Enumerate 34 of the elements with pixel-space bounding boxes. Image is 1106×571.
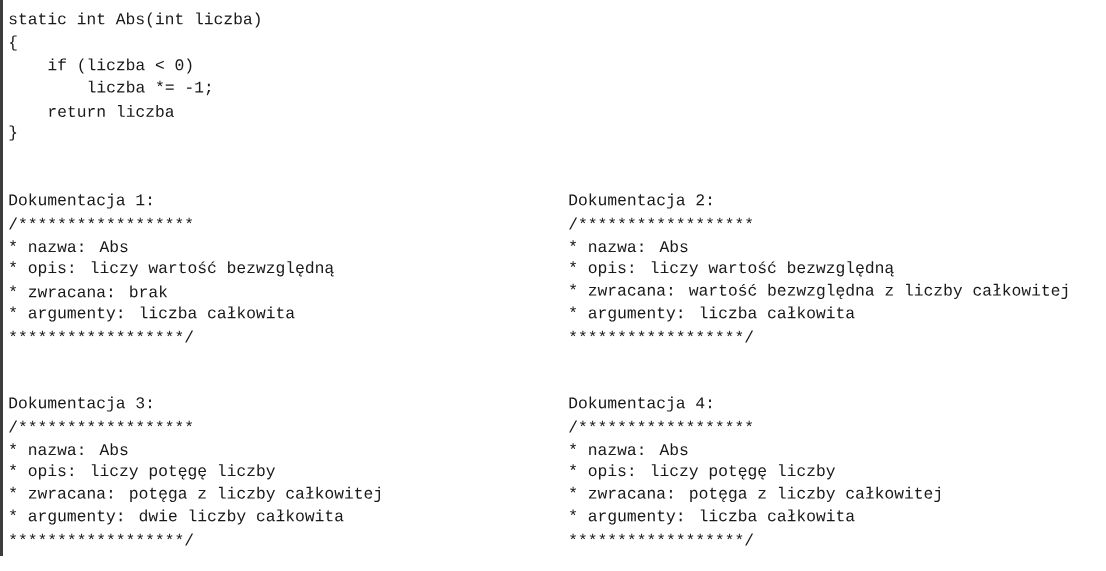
comment-line: * opis: liczy potęgę liczby (10, 464, 275, 480)
comment-line: * nazwa: Abs (570, 240, 688, 253)
comment-line: * opis: liczy potęgę liczby (570, 464, 835, 480)
comment-line: * zwracana: potęga z liczby całkowitej (10, 486, 380, 502)
block-heading: Dokumentacja 3: (9, 396, 151, 412)
comment-line: * argumenty: liczba całkowita (10, 306, 295, 322)
comment-line: * argumenty: dwie liczby całkowita (10, 509, 344, 525)
comment-line: ******************/ (570, 533, 754, 546)
comment-line: * nazwa: Abs (10, 240, 128, 253)
code-line: static int Abs(int liczba) (9, 12, 260, 28)
comment-line: * zwracana: potęga z liczby całkowitej (570, 486, 940, 502)
code-line: } (9, 125, 17, 141)
comment-line: * nazwa: Abs (10, 443, 128, 456)
comment-line: /****************** (569, 420, 753, 433)
block-heading: Dokumentacja 1: (9, 193, 151, 209)
block-heading: Dokumentacja 4: (569, 396, 711, 412)
comment-line: * zwracana: wartość bezwzględna z liczby całkowitej (570, 283, 1068, 299)
code-line: if (liczba < 0) (48, 58, 192, 74)
comment-line: * nazwa: Abs (570, 443, 688, 456)
comment-line: ******************/ (570, 330, 754, 343)
comment-line: /****************** (9, 420, 193, 433)
comment-line: * argumenty: liczba całkowita (570, 306, 855, 322)
comment-line: * opis: liczy wartość bezwzględną (570, 261, 894, 277)
comment-line: /****************** (569, 217, 753, 230)
comment-line: * opis: liczy wartość bezwzględną (10, 261, 334, 277)
comment-line: * zwracana: brak (10, 285, 168, 298)
code-line: return liczba (49, 105, 174, 117)
comment-line: /****************** (9, 217, 193, 230)
code-line: { (10, 35, 17, 51)
code-line: liczba *= -1; (88, 80, 211, 96)
comment-line: * argumenty: liczba całkowita (570, 509, 855, 525)
comment-line: ******************/ (10, 330, 194, 343)
comment-line: ******************/ (10, 533, 194, 546)
block-heading: Dokumentacja 2: (569, 193, 711, 209)
